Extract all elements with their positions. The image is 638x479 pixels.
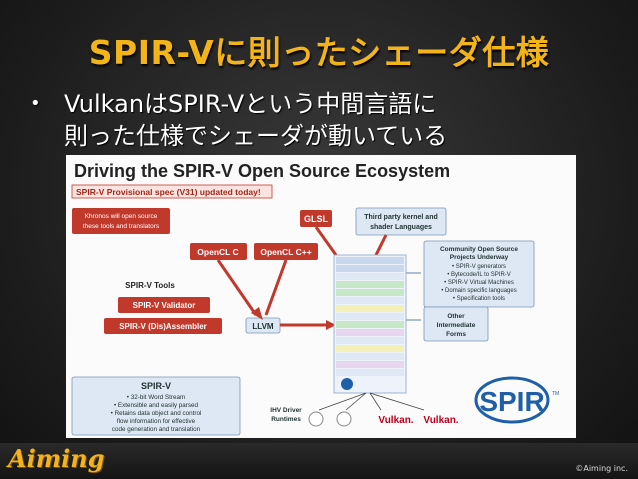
slide-title: SPIR-Vに則ったシェーダ仕様 xyxy=(88,33,550,72)
khronos-note-box xyxy=(72,208,170,234)
vulkan-logo-2: Vulkan. xyxy=(423,415,458,426)
opencl-c-label: OpenCL C xyxy=(197,247,238,257)
footer-bar xyxy=(0,443,638,479)
third-party-box xyxy=(355,207,447,236)
bullet-line-2: 則った仕様でシェーダが動いている xyxy=(64,122,448,150)
community-item-1: • SPIR-V generators xyxy=(452,264,506,270)
bullet-list: • VulkanはSPIR-Vという中間言語に 則った仕様でシェーダが動いている xyxy=(30,88,620,152)
ihv-line2: Runtimes xyxy=(271,416,301,423)
community-item-2: • Bytecode/IL to SPIR-V xyxy=(447,272,511,278)
copyright: ©Aiming inc. xyxy=(575,464,628,473)
spir-tm: TM xyxy=(552,391,559,397)
third-party-line1: Third party kernel and xyxy=(364,214,438,221)
disassembler-label: SPIR-V (Dis)Assembler xyxy=(119,322,207,331)
llvm-label: LLVM xyxy=(252,322,274,331)
flow-arrows xyxy=(216,226,388,327)
community-item-3: • SPIR-V Virtual Machines xyxy=(444,280,514,286)
side-arrows xyxy=(406,272,421,321)
other-forms-line1: Other xyxy=(447,313,465,320)
validator-label: SPIR-V Validator xyxy=(133,301,196,310)
community-title-line1: Community Open Source xyxy=(440,246,518,253)
spirv-desc-item-2: • Extensible and easily parsed xyxy=(114,402,199,409)
opencl-c-box xyxy=(190,243,247,260)
vulkan-logo-1: Vulkan. xyxy=(378,415,413,426)
spirv-desc-item-3c: code generation and translation xyxy=(112,426,201,433)
diagram-heading: Driving the SPIR-V Open Source Ecosystem xyxy=(74,161,450,181)
opencl-cpp-label: OpenCL C++ xyxy=(260,247,311,257)
spirv-desc-item-3b: flow information for effective xyxy=(117,418,196,425)
tools-label: SPIR-V Tools xyxy=(125,281,175,290)
opencl-cpp-box xyxy=(254,243,318,260)
glsl-label: GLSL xyxy=(304,214,329,224)
other-forms-box xyxy=(423,306,489,342)
khronos-note-line1: Khronos will open source xyxy=(85,213,158,220)
ihv-line1: IHV Driver xyxy=(270,407,302,414)
khronos-note-line2: these tools and translators xyxy=(83,223,160,230)
third-party-line2: shader Languages xyxy=(370,224,432,231)
spirv-stream-column xyxy=(333,254,407,394)
glsl-box xyxy=(300,210,332,227)
validator-box xyxy=(118,297,210,313)
spirv-desc-box xyxy=(71,376,241,436)
arrow-heads xyxy=(251,307,336,330)
spirv-desc-title: SPIR-V xyxy=(141,381,171,391)
spirv-desc-item-1: • 32-bit Word Stream xyxy=(127,394,185,401)
diagram-subheading: SPIR-V Provisional spec (V31) updated to… xyxy=(76,187,261,197)
other-forms-line2: Intermediate xyxy=(437,322,476,329)
gauge-icon xyxy=(336,411,352,427)
community-title-line2: Projects Underway xyxy=(450,254,509,261)
spir-logo-ring xyxy=(474,376,550,424)
bullet-dot-icon: • xyxy=(30,93,41,114)
embedded-diagram: Driving the SPIR-V Open Source Ecosystem… xyxy=(66,155,576,438)
aiming-logo: Aiming xyxy=(8,444,105,473)
spir-logo: SPIR xyxy=(479,386,544,417)
disassembler-box xyxy=(104,318,222,334)
gauge-icon xyxy=(308,411,324,427)
bullet-line-1: VulkanはSPIR-Vという中間言語に xyxy=(64,90,437,118)
spirv-desc-item-3a: • Retains data object and control xyxy=(111,410,202,417)
other-forms-line3: Forms xyxy=(446,331,466,338)
driver-arrows xyxy=(318,392,425,411)
community-item-5: • Specification tools xyxy=(453,296,505,302)
community-item-4: • Domain specific languages xyxy=(441,288,516,294)
subheading-box xyxy=(71,184,273,199)
diagram-svg: Driving the SPIR-V Open Source Ecosystem… xyxy=(71,161,559,436)
